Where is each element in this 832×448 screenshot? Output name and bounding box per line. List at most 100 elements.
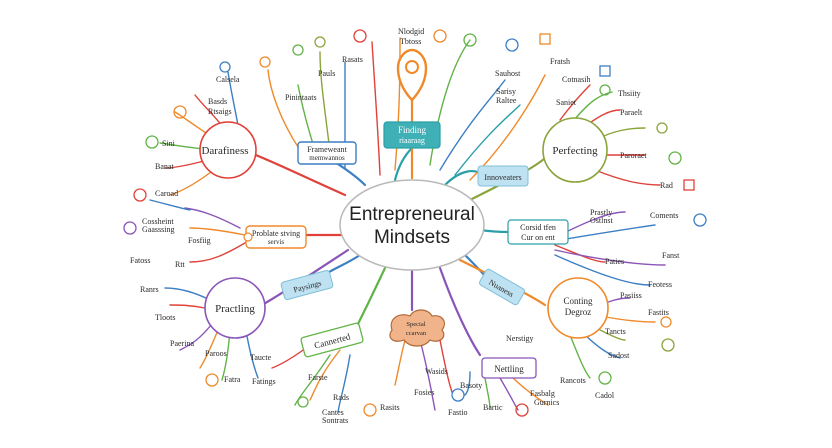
node-daringness bbox=[199, 121, 257, 179]
bulb-icon-2 bbox=[259, 56, 271, 68]
node-special: Special ccarvan bbox=[389, 309, 445, 347]
leaf-34: Rancots bbox=[560, 376, 586, 385]
leaf-39: Fastits bbox=[648, 308, 669, 317]
lamp-icon bbox=[363, 403, 377, 417]
leaf-21: Fatings bbox=[252, 377, 276, 386]
plant-icon bbox=[292, 44, 304, 56]
people-icon bbox=[123, 221, 137, 235]
leaf-labels: Nlodgid Tbtoss Rasats Pauls Pinintaats C… bbox=[130, 27, 680, 425]
leaf-24: Farsie bbox=[308, 373, 328, 382]
label-coaching-2: Degroz bbox=[565, 307, 592, 317]
leaf-15: Ranrs bbox=[140, 285, 159, 294]
spark-icon bbox=[661, 338, 675, 352]
leaf-35: Cadol bbox=[595, 391, 615, 400]
target-icon bbox=[314, 36, 326, 48]
leaf-1: Nlodgid bbox=[398, 27, 424, 36]
brain-icon bbox=[693, 213, 707, 227]
tree-icon bbox=[297, 396, 309, 408]
leaf-10: Caroad bbox=[155, 189, 178, 198]
label-practing: Practling bbox=[215, 303, 255, 315]
node-connected: Cannerted bbox=[300, 322, 364, 358]
leaf-7-line2: Rtsaigs bbox=[208, 107, 232, 116]
node-practing bbox=[204, 277, 266, 339]
cup-icon bbox=[660, 316, 672, 328]
label-nettling: Nettling bbox=[494, 364, 524, 374]
leaf-51: Fratsh bbox=[550, 57, 570, 66]
leaf-6: Calsela bbox=[216, 75, 240, 84]
leaf-48: Rad bbox=[660, 181, 673, 190]
node-oversight bbox=[507, 219, 569, 245]
label-daringness: Darafiness bbox=[201, 145, 248, 157]
leaf-47: Paraelt bbox=[620, 108, 643, 117]
leaf-17: Paerina bbox=[170, 339, 194, 348]
leaf-25: Rasits bbox=[380, 403, 400, 412]
node-coaching bbox=[547, 277, 609, 339]
clock-icon bbox=[515, 403, 529, 417]
leaf-22-line1: Cantes bbox=[322, 408, 344, 417]
leaf-36: Sadost bbox=[608, 351, 630, 360]
label-perfecting: Perfecting bbox=[552, 145, 598, 157]
pin-icon bbox=[396, 48, 428, 102]
leaf-9: Banat bbox=[155, 162, 174, 171]
label-special-2: ccarvan bbox=[406, 330, 427, 337]
leaf-12: Fosfiig bbox=[188, 236, 211, 245]
leaf-44: Ostlnst bbox=[590, 216, 613, 225]
gear-icon bbox=[173, 105, 187, 119]
label-innovation: Innoveaters bbox=[484, 173, 521, 182]
leaf-32: Gurnics bbox=[534, 398, 559, 407]
hand-icon bbox=[656, 122, 668, 134]
node-finding bbox=[383, 121, 441, 149]
globe-icon bbox=[668, 151, 682, 165]
key-icon bbox=[451, 388, 465, 402]
leaf-11-line1: Cossheint bbox=[142, 217, 174, 226]
leaf-46: Paroraet bbox=[620, 151, 647, 160]
star-icon bbox=[219, 61, 231, 73]
leaf-37: Tancts bbox=[605, 327, 626, 336]
screen-icon bbox=[599, 65, 611, 77]
label-coaching-1: Conting bbox=[563, 296, 593, 306]
label-oversight-2: Cur on ent bbox=[521, 233, 556, 242]
smile-icon bbox=[598, 371, 612, 385]
leaf-31: Fasbalg bbox=[530, 389, 555, 398]
leaf-28: Fastio bbox=[448, 408, 468, 417]
label-problem-2: servis bbox=[268, 238, 285, 246]
leaf-19: Taucte bbox=[250, 353, 272, 362]
leaf-30: Bartic bbox=[483, 403, 503, 412]
rocket-icon bbox=[353, 29, 367, 43]
label-finding-1: Finding bbox=[398, 125, 427, 135]
label-framework-2: memwannos bbox=[309, 154, 345, 162]
leaf-27: Wasids bbox=[425, 367, 448, 376]
leaf-26: Fosies bbox=[414, 388, 434, 397]
node-perfecting bbox=[542, 117, 608, 183]
leaf-33: Nerstigy bbox=[506, 334, 534, 343]
leaf-3: Rasats bbox=[342, 55, 363, 64]
leaf-8: Sini bbox=[162, 139, 176, 148]
leaf-52: Cotnasih bbox=[562, 75, 590, 84]
leaf-20: Fatra bbox=[224, 375, 241, 384]
node-innovation bbox=[477, 165, 529, 187]
node-framework bbox=[297, 141, 357, 165]
label-oversight-1: Corsid tfen bbox=[520, 223, 556, 232]
check-icon bbox=[599, 84, 611, 96]
leaf-4: Pauls bbox=[318, 69, 335, 78]
label-framework-1: Frameweant bbox=[307, 145, 347, 154]
leaf-2: Tbtoss bbox=[400, 37, 421, 46]
label-finding-2: riaaraag bbox=[399, 136, 425, 145]
node-nettling bbox=[481, 357, 537, 379]
leaf-5: Pinintaats bbox=[285, 93, 317, 102]
center-title-line2: Mindsets bbox=[374, 227, 450, 248]
leaf-icon bbox=[145, 135, 159, 149]
leaf-18: Paroos bbox=[205, 349, 227, 358]
node-paysings: Paysings bbox=[280, 270, 334, 300]
label-special-1: Special bbox=[406, 321, 425, 328]
center-title-line1: Entrepreneural bbox=[349, 204, 475, 225]
sprout-icon bbox=[463, 33, 477, 47]
leaf-13: Fatoss bbox=[130, 256, 150, 265]
leaf-42: Coments bbox=[650, 211, 678, 220]
leaf-43: Prastly bbox=[590, 208, 612, 217]
heart-icon bbox=[133, 188, 147, 202]
leaf-45: Feotess bbox=[648, 280, 672, 289]
leaf-49: Sauhost bbox=[495, 69, 521, 78]
leaf-38: Pasiiss bbox=[620, 291, 642, 300]
